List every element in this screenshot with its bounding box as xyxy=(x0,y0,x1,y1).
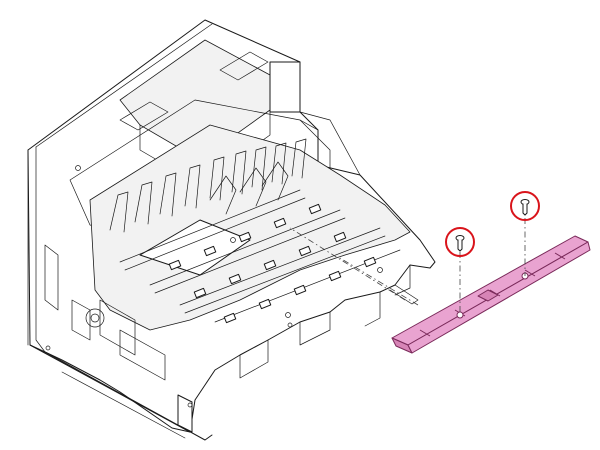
screw-icon xyxy=(455,235,465,252)
callout-circle-2 xyxy=(510,191,540,221)
cover-plate xyxy=(391,235,591,354)
alignment-line-4 xyxy=(339,257,419,306)
callout-circle-1 xyxy=(445,227,475,257)
screw-icon xyxy=(520,199,530,216)
printer-body xyxy=(27,19,436,441)
screw-callout-1 xyxy=(445,227,475,315)
alignment-line-3 xyxy=(289,227,406,301)
screw-callout-2 xyxy=(510,191,540,276)
